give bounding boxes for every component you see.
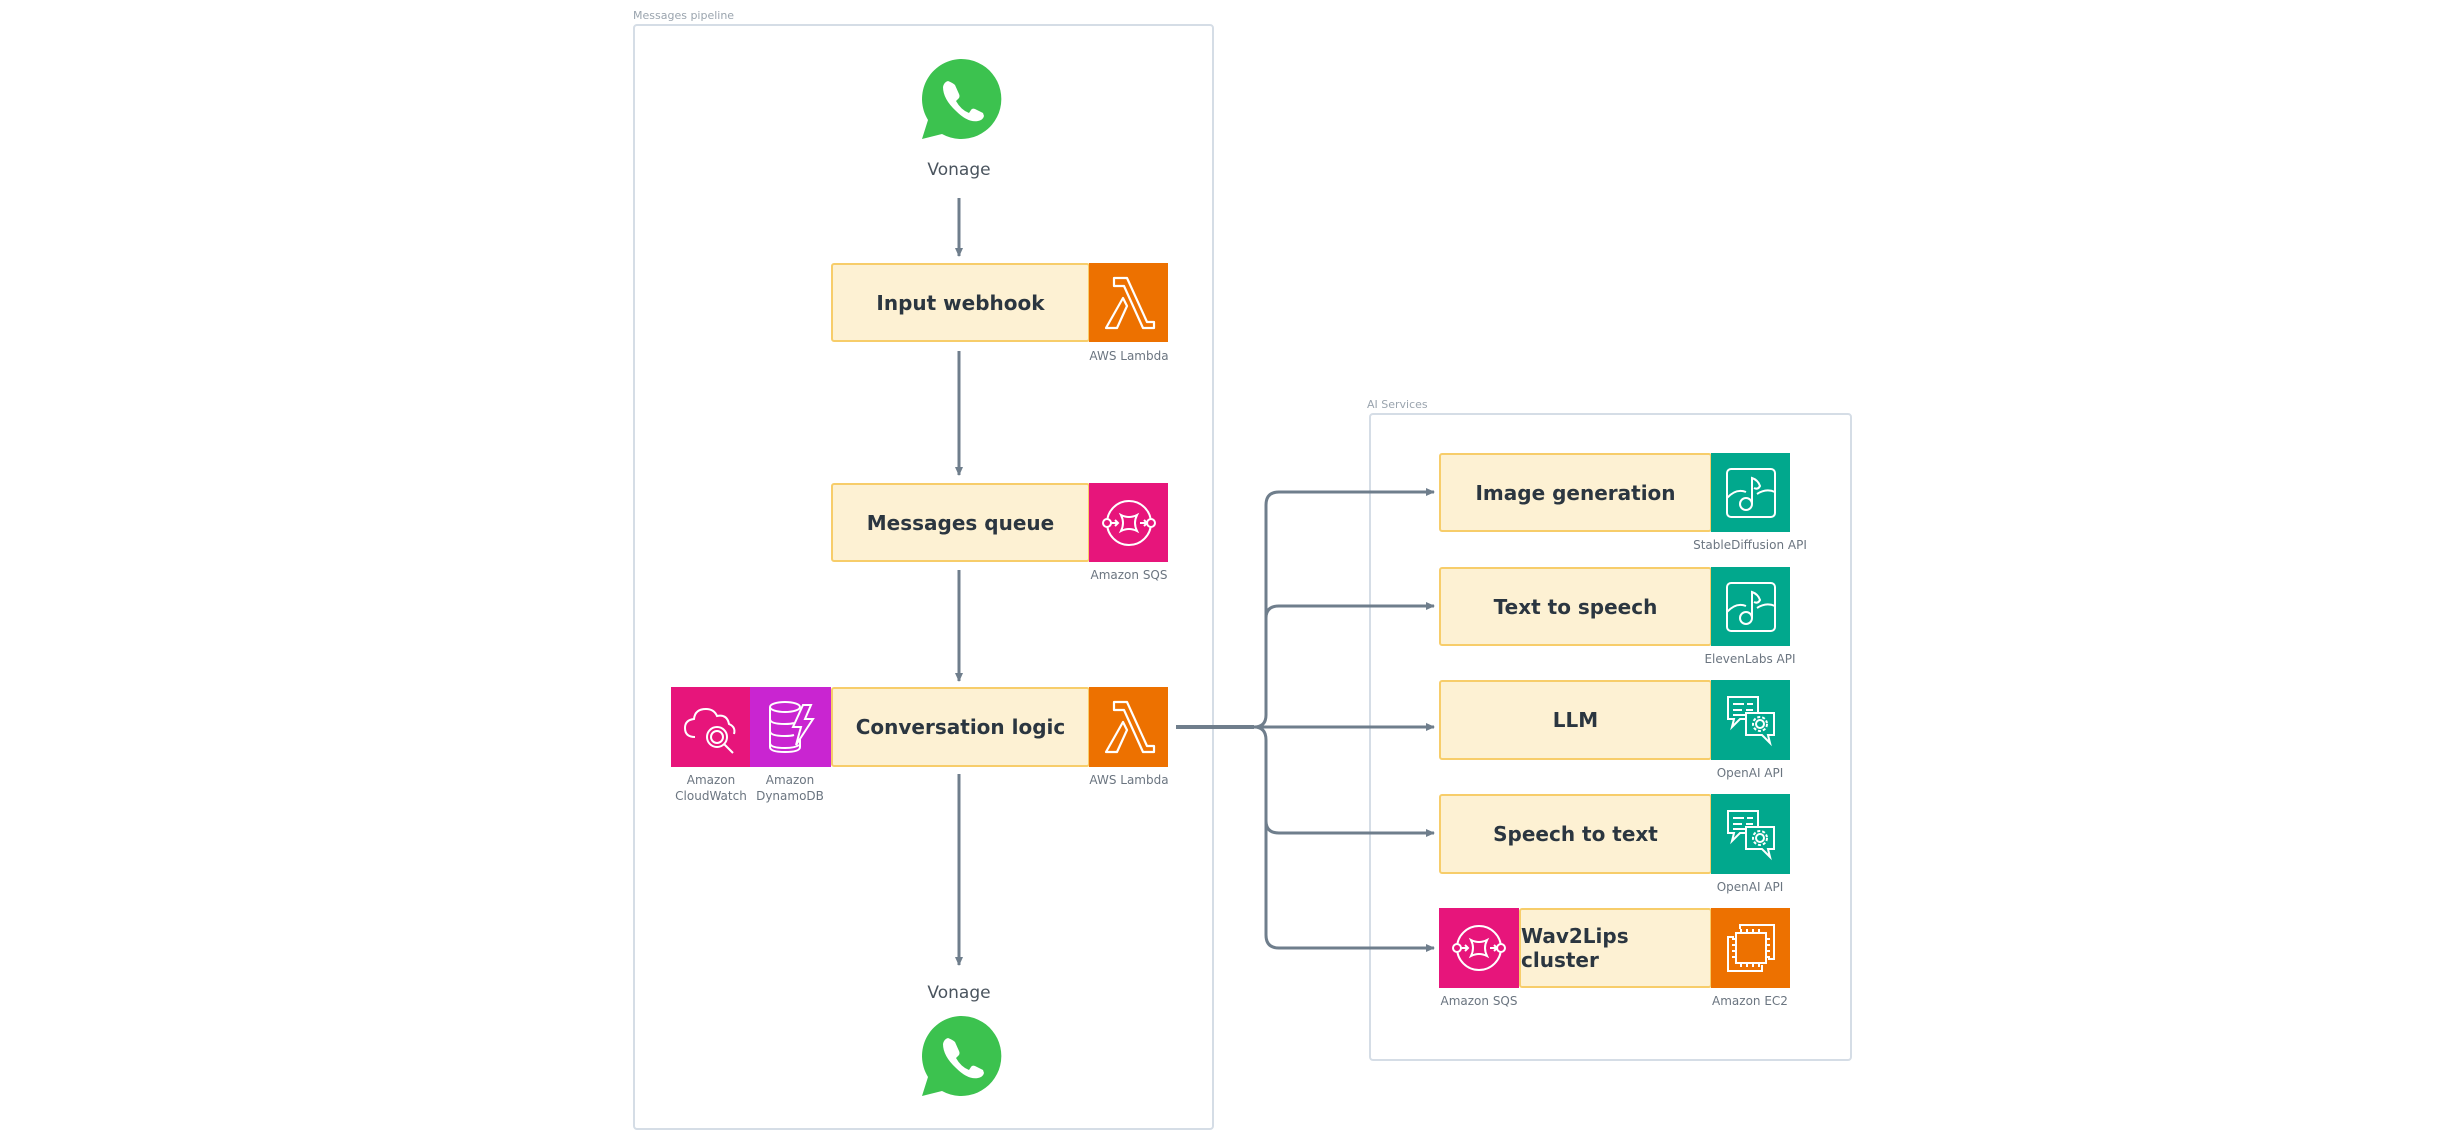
arrow-to-image-generation <box>1253 488 1435 729</box>
vonage-sink-label: Vonage <box>927 983 991 1003</box>
text-to-speech-node[interactable]: Text to speech <box>1439 567 1712 646</box>
wav2lips-queue-service-label: Amazon SQS <box>1440 994 1518 1008</box>
text-to-speech-label: Text to speech <box>1493 594 1658 619</box>
messages-pipeline-label: Messages pipeline <box>633 9 735 22</box>
input-webhook-label: Input webhook <box>876 290 1045 315</box>
ai-services-label: AI Services <box>1367 398 1428 411</box>
sqs-icon <box>1439 908 1519 988</box>
image-generation-node[interactable]: Image generation <box>1439 453 1712 532</box>
image-generation-service-label: StableDiffusion API <box>1693 538 1807 552</box>
input-webhook-node[interactable]: Input webhook <box>831 263 1090 342</box>
ec2-icon <box>1711 908 1790 988</box>
speech-to-text-node[interactable]: Speech to text <box>1439 794 1712 874</box>
conversation-logic-service-label: AWS Lambda <box>1089 773 1169 787</box>
wav2lips-service-label: Amazon EC2 <box>1712 994 1788 1008</box>
speech-to-text-label: Speech to text <box>1493 822 1658 846</box>
conversation-logic-node[interactable]: Conversation logic <box>831 687 1090 767</box>
chat-gear-icon <box>1711 794 1790 874</box>
cloudwatch-service-label: Amazon CloudWatch <box>675 773 747 803</box>
lambda-icon <box>1089 263 1168 342</box>
cloudwatch-icon <box>671 687 751 767</box>
wav2lips-cluster-label: Wav2Lips cluster <box>1521 924 1629 972</box>
dynamodb-service-label: Amazon DynamoDB <box>756 773 824 803</box>
llm-service-label: OpenAI API <box>1716 766 1784 780</box>
chat-gear-icon <box>1711 680 1790 760</box>
sqs-icon <box>1089 483 1168 562</box>
text-to-speech-service-label: ElevenLabs API <box>1704 652 1796 666</box>
arrow-to-wav2lips <box>1264 821 1435 952</box>
llm-node[interactable]: LLM <box>1439 680 1712 760</box>
speech-to-text-service-label: OpenAI API <box>1716 880 1784 894</box>
lambda-icon <box>1089 687 1168 767</box>
whatsapp-icon <box>922 58 1002 139</box>
wav2lips-cluster-node[interactable]: Wav2Lips cluster <box>1519 908 1712 988</box>
music-media-icon <box>1711 567 1790 646</box>
whatsapp-icon <box>922 1015 1002 1096</box>
music-media-icon <box>1711 453 1790 532</box>
dynamodb-icon <box>750 687 831 767</box>
messages-queue-service-label: Amazon SQS <box>1090 568 1168 582</box>
messages-pipeline-group <box>633 24 1214 1130</box>
input-webhook-service-label: AWS Lambda <box>1089 349 1169 363</box>
vonage-source-label: Vonage <box>927 160 991 180</box>
arrow-to-speech-to-text <box>1253 725 1435 837</box>
conversation-logic-label: Conversation logic <box>855 715 1066 739</box>
messages-queue-node[interactable]: Messages queue <box>831 483 1090 562</box>
llm-label: LLM <box>1552 708 1599 732</box>
arrow-to-text-to-speech <box>1264 602 1435 715</box>
image-generation-label: Image generation <box>1475 480 1676 505</box>
messages-queue-label: Messages queue <box>866 510 1055 535</box>
